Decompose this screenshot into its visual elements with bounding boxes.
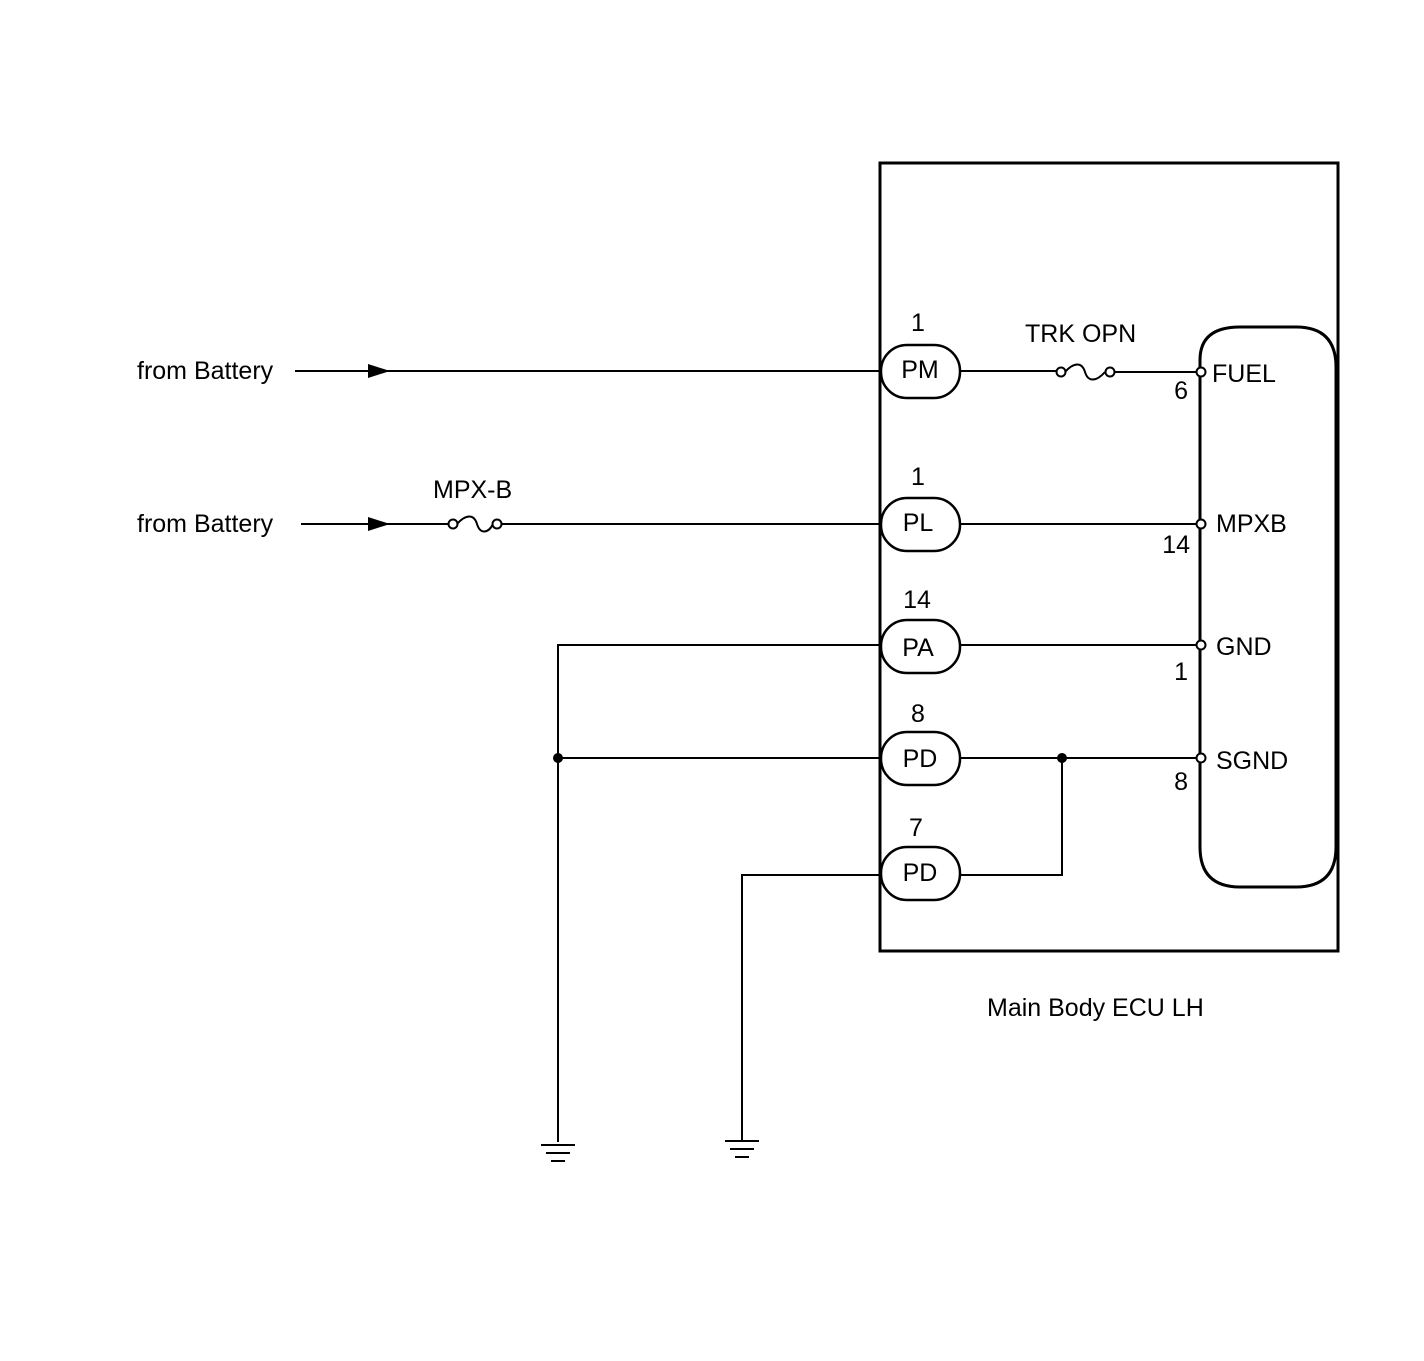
terminal-name-sgnd: SGND	[1216, 747, 1288, 775]
junction-dot-right	[1057, 753, 1067, 763]
connector-pl: PL 1	[879, 463, 962, 553]
terminal-mpxb: MPXB 14	[1162, 510, 1287, 559]
source-label-1: from Battery	[137, 357, 274, 385]
arrow-icon-1	[368, 364, 390, 378]
connector-pa: PA 14	[879, 586, 962, 675]
terminal-gnd: GND 1	[1174, 633, 1271, 686]
terminal-pin-gnd: 1	[1174, 658, 1188, 686]
ground-icon-2	[725, 1140, 759, 1158]
source-label-2: from Battery	[137, 510, 274, 538]
terminal-name-mpxb: MPXB	[1216, 510, 1287, 538]
ground-icon-1	[541, 1144, 575, 1162]
connector-pd-8: PD 8	[879, 700, 962, 787]
terminal-pin-mpxb: 14	[1162, 531, 1190, 559]
connector-name-pd-7: PD	[903, 859, 938, 887]
connector-name-pa: PA	[902, 634, 934, 662]
connector-pin-pd-7: 7	[909, 814, 923, 842]
component-label: Main Body ECU LH	[987, 994, 1204, 1022]
connector-pm: PM 1	[879, 309, 962, 400]
connector-pin-pd-8: 8	[911, 700, 925, 728]
terminal-pin-sgnd: 8	[1174, 768, 1188, 796]
connector-pd-7: PD 7	[879, 814, 962, 902]
terminal-sgnd: SGND 8	[1174, 747, 1288, 796]
ecu-outer-box	[878, 161, 1340, 953]
connector-pin-pm: 1	[911, 309, 925, 337]
junction-dot-left	[553, 753, 563, 763]
wire-pd7-sgnd	[958, 758, 1063, 876]
wire-ground-pd7	[741, 874, 883, 1140]
connector-name-pd-8: PD	[903, 745, 938, 773]
arrow-icon-2	[368, 517, 390, 531]
terminal-pin-fuel: 6	[1174, 377, 1188, 405]
fuse-icon-trk-opn	[1055, 363, 1116, 381]
fuse-label-mpx-b: MPX-B	[433, 476, 512, 504]
fuse-label-trk-opn: TRK OPN	[1025, 320, 1136, 348]
wire-ground-pa	[557, 644, 883, 1142]
connector-name-pl: PL	[903, 509, 934, 537]
connector-name-pm: PM	[901, 356, 939, 384]
connector-pin-pa: 14	[903, 586, 931, 614]
connector-pin-pl: 1	[911, 463, 925, 491]
terminal-name-gnd: GND	[1216, 633, 1272, 661]
fuse-icon-mpx-b	[447, 515, 503, 533]
ecu-internal-module	[1198, 325, 1338, 889]
terminal-fuel: FUEL 6	[1174, 360, 1276, 405]
terminal-name-fuel: FUEL	[1212, 360, 1276, 388]
